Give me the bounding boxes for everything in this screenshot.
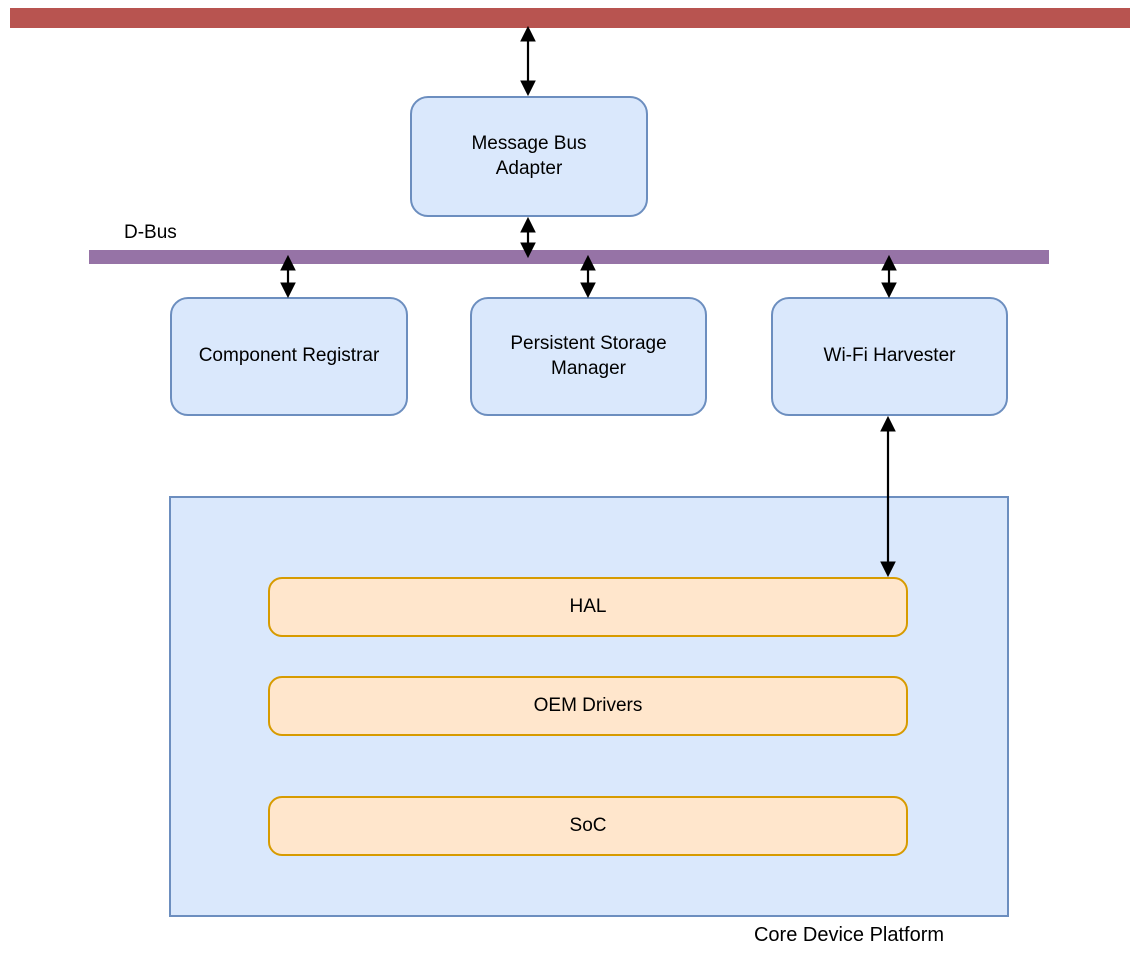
layer-label-hal: HAL [569, 596, 607, 617]
node-label-persistent-storage-manager: Persistent Storage Manager [510, 332, 667, 379]
arrowhead-up-icon [880, 415, 896, 432]
arrowhead-up-icon [520, 25, 536, 42]
arrow-external-bus-to-adapter [520, 25, 536, 97]
external-bus-bar [10, 8, 1130, 28]
layer-hal: HAL [268, 577, 908, 637]
node-message-bus-adapter: Message Bus Adapter [410, 96, 648, 217]
dbus-bar [89, 250, 1049, 264]
node-label-component-registrar: Component Registrar [198, 345, 380, 367]
dbus-label: D-Bus [124, 222, 177, 243]
arrowhead-down-icon [580, 282, 596, 299]
node-label-wifi-harvester: Wi-Fi Harvester [823, 345, 956, 367]
arrowhead-down-icon [280, 282, 296, 299]
layer-label-soc: SoC [569, 815, 607, 836]
core-device-platform-label: Core Device Platform [753, 924, 945, 946]
layer-oem-drivers: OEM Drivers [268, 676, 908, 736]
node-wifi-harvester: Wi-Fi Harvester [771, 297, 1008, 416]
layer-soc: SoC [268, 796, 908, 856]
node-label-message-bus-adapter: Message Bus Adapter [471, 132, 587, 179]
arrowhead-up-icon [520, 216, 536, 233]
node-component-registrar: Component Registrar [170, 297, 408, 416]
arrowhead-down-icon [520, 80, 536, 97]
arrowhead-down-icon [881, 282, 897, 299]
node-persistent-storage-manager: Persistent Storage Manager [470, 297, 707, 416]
layer-label-oem-drivers: OEM Drivers [533, 695, 643, 716]
